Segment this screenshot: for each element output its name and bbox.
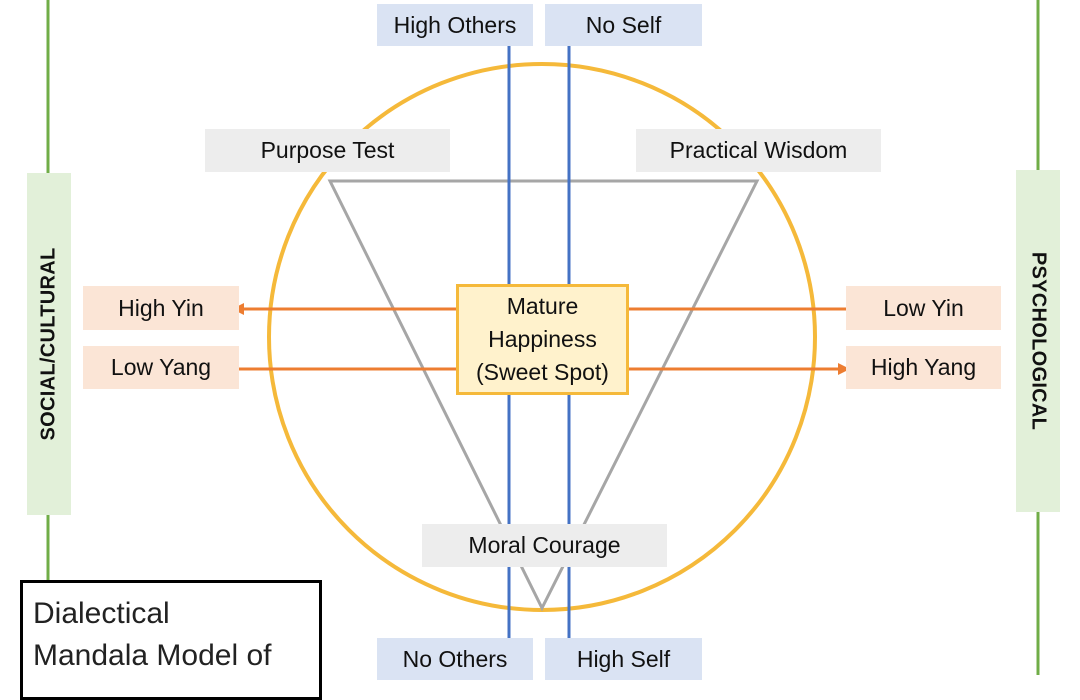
low-yang-label: Low Yang xyxy=(83,346,239,389)
high-others-label: High Others xyxy=(377,4,533,46)
high-yin-label: High Yin xyxy=(83,286,239,330)
center-line-1: Mature xyxy=(506,293,579,319)
practical-wisdom-label: Practical Wisdom xyxy=(636,129,881,172)
purpose-test-label: Purpose Test xyxy=(205,129,450,172)
high-yang-label: High Yang xyxy=(846,346,1001,389)
no-others-label: No Others xyxy=(377,638,533,680)
virtue-triangle xyxy=(327,179,760,612)
moral-courage-label: Moral Courage xyxy=(422,524,667,567)
center-line-2: Happiness xyxy=(488,326,597,352)
diagram-title-box: Dialectical Mandala Model of xyxy=(20,580,322,700)
low-yin-label: Low Yin xyxy=(846,286,1001,330)
mandala-diagram xyxy=(46,0,1040,675)
title-line-1: Dialectical xyxy=(33,597,170,630)
center-line-3: (Sweet Spot) xyxy=(476,359,609,385)
psychological-text: PSYCHOLOGICAL xyxy=(1027,251,1050,431)
mature-happiness-box: Mature Happiness (Sweet Spot) xyxy=(456,284,629,395)
high-self-label: High Self xyxy=(545,638,702,680)
social-cultural-text: SOCIAL/CULTURAL xyxy=(37,247,60,441)
social-cultural-label: SOCIAL/CULTURAL xyxy=(27,173,71,515)
psychological-label: PSYCHOLOGICAL xyxy=(1016,170,1060,512)
title-line-2: Mandala Model of xyxy=(33,639,272,672)
no-self-label: No Self xyxy=(545,4,702,46)
